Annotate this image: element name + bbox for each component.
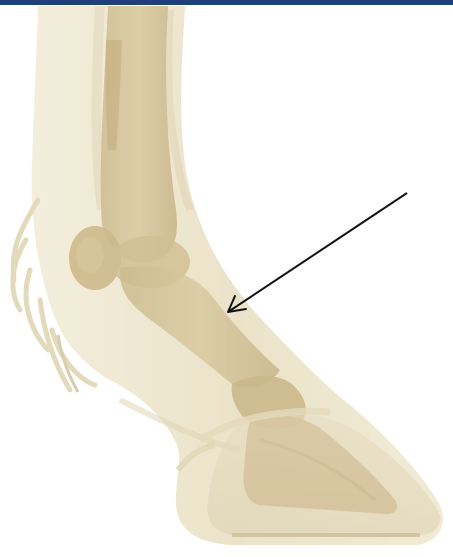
hoof-wall	[207, 412, 440, 535]
pointer-arrow-icon	[228, 193, 407, 312]
